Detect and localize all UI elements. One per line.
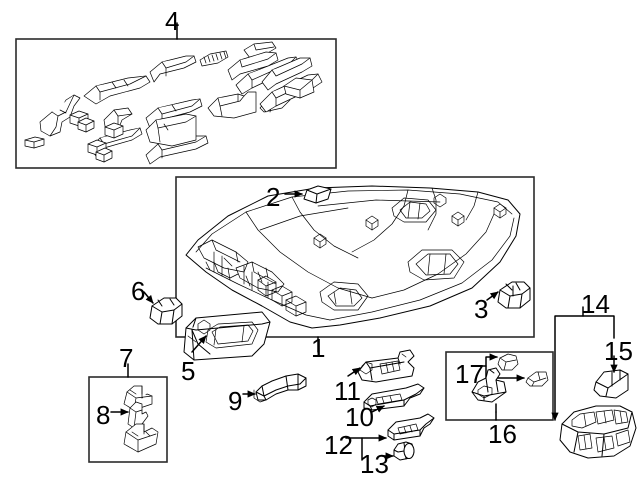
leader-3 bbox=[486, 291, 499, 301]
part-11-lamp-bracket bbox=[357, 349, 415, 383]
callout-3[interactable]: 3 bbox=[474, 294, 489, 324]
leader-14 bbox=[551, 306, 615, 421]
part-17-clip-lower bbox=[525, 371, 549, 387]
part-3-coat-hook bbox=[497, 281, 531, 309]
callout-6[interactable]: 6 bbox=[131, 276, 146, 306]
part-2-cover-cap bbox=[303, 185, 332, 204]
clip-part-bottom bbox=[123, 423, 159, 453]
callout-15[interactable]: 15 bbox=[604, 336, 633, 366]
clip-part-middle bbox=[127, 401, 149, 429]
part-10-reading-lamp bbox=[363, 383, 425, 411]
part-12-lamp-lens bbox=[387, 413, 435, 441]
roof-trim-parts-group bbox=[24, 41, 323, 165]
leader-10 bbox=[371, 405, 385, 413]
part-5-sun-visor bbox=[183, 311, 271, 361]
leader-5 bbox=[191, 335, 207, 353]
callout-13[interactable]: 13 bbox=[360, 449, 389, 479]
callout-4[interactable]: 4 bbox=[165, 6, 180, 36]
leader-12 bbox=[345, 434, 387, 461]
callout-16[interactable]: 16 bbox=[488, 419, 517, 449]
callout-12[interactable]: 12 bbox=[324, 430, 353, 460]
callout-9[interactable]: 9 bbox=[228, 386, 243, 416]
part-9-assist-grip bbox=[253, 373, 307, 403]
callout-14[interactable]: 14 bbox=[581, 289, 610, 319]
leader-11 bbox=[347, 367, 361, 377]
part-14-overhead-console bbox=[559, 405, 637, 459]
part-16-sensor-housing bbox=[471, 367, 507, 403]
callout-1[interactable]: 1 bbox=[311, 333, 326, 363]
headliner-panel bbox=[185, 185, 521, 329]
callout-11[interactable]: 11 bbox=[334, 376, 361, 406]
callout-2[interactable]: 2 bbox=[266, 182, 281, 212]
callout-10[interactable]: 10 bbox=[345, 402, 374, 432]
part-17-clip-upper bbox=[497, 353, 519, 371]
part-6-visor-bracket bbox=[149, 297, 183, 325]
leader-6 bbox=[143, 291, 154, 304]
callout-5[interactable]: 5 bbox=[181, 356, 196, 386]
callout-8[interactable]: 8 bbox=[96, 400, 111, 430]
part-13-bulb bbox=[393, 441, 415, 461]
callout-17[interactable]: 17 bbox=[455, 359, 484, 389]
callout-7[interactable]: 7 bbox=[119, 343, 134, 373]
part-15-console-cover bbox=[593, 369, 629, 399]
